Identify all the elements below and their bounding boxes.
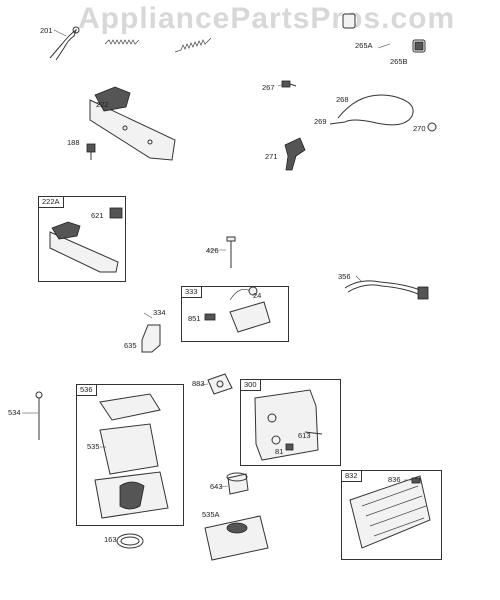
- filter-535A-drawing: [204, 515, 269, 561]
- wire-356-drawing: [344, 280, 429, 300]
- part-label-535: 535: [87, 442, 100, 451]
- bushing-643-drawing: [226, 472, 249, 495]
- elbow-635-drawing: [141, 324, 161, 353]
- part-label-24: 24: [253, 291, 262, 300]
- part-label-836: 836: [388, 475, 401, 484]
- part-label-426: 426: [206, 246, 219, 255]
- watermark-text: AppliancePartsPros.com: [78, 2, 456, 35]
- dipstick-534-drawing: [35, 391, 43, 440]
- part-label-334: 334: [153, 308, 166, 317]
- gasket-163-drawing: [116, 533, 144, 549]
- box-tag-832: 832: [342, 471, 362, 482]
- part-label-621: 621: [91, 211, 104, 220]
- gasket-883-drawing: [207, 373, 233, 395]
- part-label-643: 643: [210, 482, 223, 491]
- lever-271-drawing: [284, 137, 306, 171]
- part-label-188: 188: [67, 138, 80, 147]
- box-tag-333: 333: [182, 287, 202, 298]
- screw-267-drawing: [281, 80, 297, 88]
- part-label-535A: 535A: [202, 510, 220, 519]
- part-label-265B: 265B: [390, 57, 408, 66]
- part-label-613: 613: [298, 431, 311, 440]
- box-tag-222A: 222A: [39, 197, 64, 208]
- part-label-268: 268: [336, 95, 349, 104]
- part-label-356: 356: [338, 272, 351, 281]
- air-filter-536-drawing: [94, 393, 169, 519]
- clip-621-drawing: [109, 207, 123, 219]
- group-box-832: 832: [341, 470, 442, 560]
- part-label-851: 851: [188, 314, 201, 323]
- part-label-267: 267: [262, 83, 275, 92]
- group-box-536: 536: [76, 384, 184, 526]
- part-label-883: 883: [192, 379, 205, 388]
- part-label-265A: 265A: [355, 41, 373, 50]
- part-label-269: 269: [314, 117, 327, 126]
- box-tag-300: 300: [241, 380, 261, 391]
- bracket-222A-drawing: [49, 221, 119, 273]
- group-box-333: 333: [181, 286, 289, 342]
- box-tag-536: 536: [77, 385, 97, 396]
- part-label-271: 271: [265, 152, 278, 161]
- part-label-534: 534: [8, 408, 21, 417]
- part-label-201: 201: [40, 26, 53, 35]
- cable-268-drawing: [329, 94, 414, 126]
- part-label-635: 635: [124, 341, 137, 350]
- part-label-163: 163: [104, 535, 117, 544]
- bolt-426-drawing: [226, 236, 236, 268]
- guard-832-drawing: [349, 475, 431, 549]
- spring-1-drawing: [104, 39, 140, 45]
- part-label-270: 270: [413, 124, 426, 133]
- bracket-265-drawing: [342, 13, 426, 53]
- module-333-drawing: [204, 286, 271, 333]
- part-label-81: 81: [275, 447, 284, 456]
- link-201-drawing: [49, 26, 80, 61]
- screw-188-drawing: [86, 143, 96, 160]
- muffler-300-drawing: [254, 389, 323, 461]
- bracket-222-drawing: [89, 86, 176, 161]
- spring-2-drawing: [174, 37, 212, 53]
- group-box-222A: 222A: [38, 196, 126, 282]
- leader-lines: [22, 29, 412, 488]
- part-label-222: 222: [96, 100, 109, 109]
- group-box-300: 300: [240, 379, 341, 466]
- nut-270-drawing: [427, 122, 437, 132]
